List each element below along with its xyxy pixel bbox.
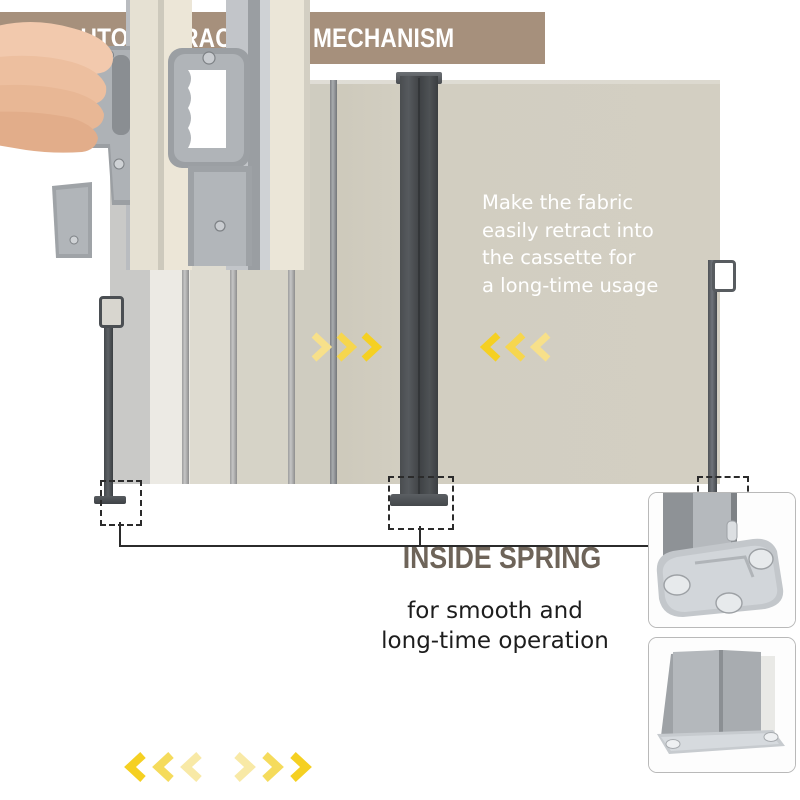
callout-connector-center [419, 526, 421, 546]
support-post-4 [330, 80, 337, 484]
inside-spring-title: INSIDE SPRING [402, 540, 602, 575]
callout-connector-left [119, 522, 121, 546]
fabric-text-line-4: a long-time usage [482, 274, 659, 298]
chevron-left-icon [530, 332, 551, 362]
handle-closeup-photo [130, 0, 380, 270]
subtitle-line-1: for smooth and [407, 598, 583, 624]
inside-spring-subtitle: for smooth and long-time operation [330, 596, 660, 657]
cassette-base-plate-photo [648, 637, 796, 773]
retract-arrows-right [480, 332, 552, 362]
chevron-right-icon [290, 752, 312, 782]
callout-box-cassette-foot [388, 476, 454, 530]
chevron-right-icon [336, 332, 357, 362]
chevron-left-icon [124, 752, 146, 782]
fabric-text-line-2: easily retract into [482, 218, 654, 242]
chevron-right-icon [234, 752, 256, 782]
subtitle-line-2: long-time operation [381, 628, 609, 655]
support-post-1 [182, 80, 189, 484]
left-end-post [104, 300, 113, 500]
retract-arrows-left [310, 332, 382, 362]
right-post-handle-icon [712, 260, 736, 292]
retract-arrows-bottom-right [232, 752, 312, 782]
fabric-text-line-3: the cassette for [482, 246, 636, 270]
support-post-2 [230, 80, 237, 484]
left-post-handle-icon [99, 296, 124, 328]
fabric-text-line-1: Make the fabric [482, 191, 634, 214]
chevron-right-icon [262, 752, 284, 782]
chevron-left-icon [505, 332, 526, 362]
callout-connector-horizontal [119, 545, 722, 547]
support-post-3 [288, 80, 295, 484]
hand-gripping-handle-photo [0, 0, 192, 270]
left-post-foot [94, 496, 126, 504]
fabric-main-panel [330, 84, 720, 484]
chevron-left-icon [180, 752, 202, 782]
chevron-left-icon [480, 332, 501, 362]
post-base-plate-photo [648, 492, 796, 628]
callout-box-left-foot [100, 480, 142, 526]
chevron-right-icon [311, 332, 332, 362]
cassette-base-foot [390, 494, 448, 506]
chevron-left-icon [152, 752, 174, 782]
fabric-overlay-text: Make the fabric easily retract into the … [482, 189, 712, 300]
cassette-seam [418, 78, 420, 498]
chevron-right-icon [361, 332, 382, 362]
retract-arrows-bottom-left [124, 752, 204, 782]
right-end-post [708, 260, 717, 500]
